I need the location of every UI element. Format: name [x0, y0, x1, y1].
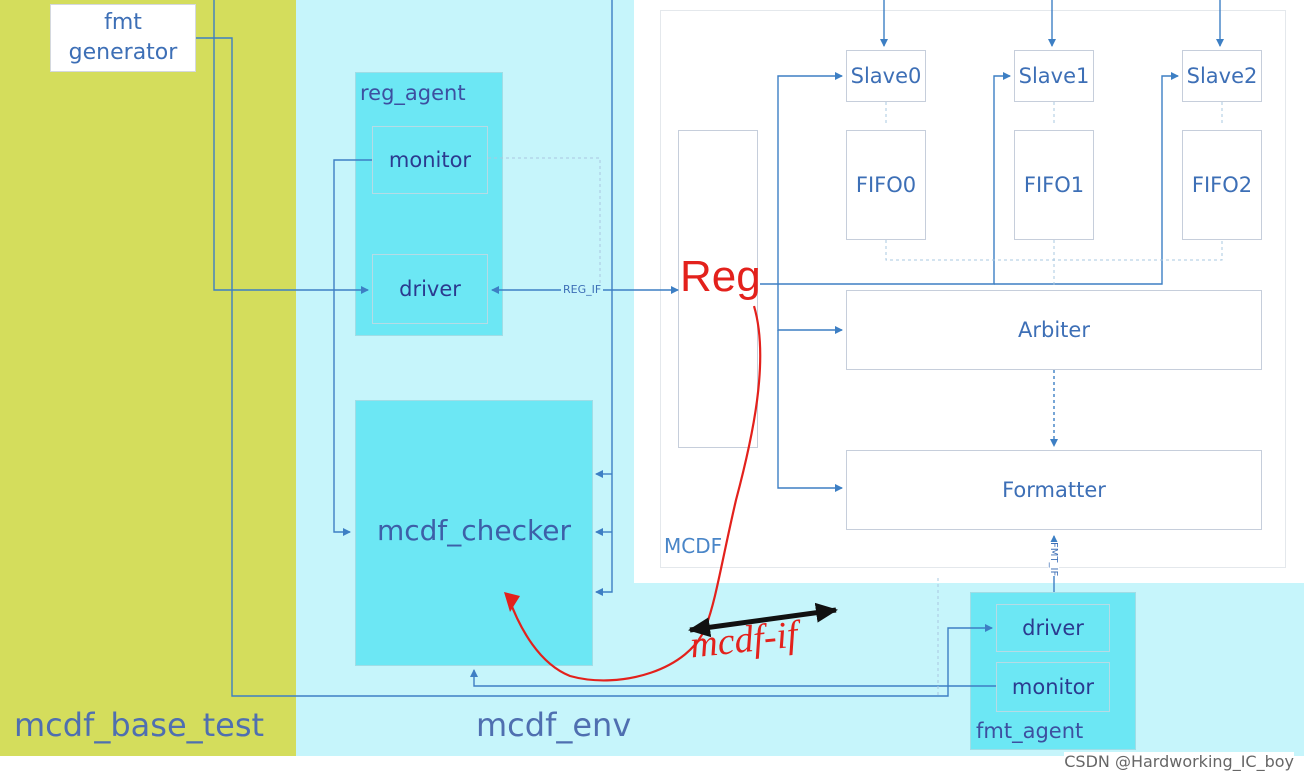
slave1-box: Slave1 [1014, 50, 1094, 102]
fmt-agent-label: fmt_agent [976, 719, 1084, 743]
arbiter-box: Arbiter [846, 290, 1262, 370]
slave0-label: Slave0 [850, 64, 922, 88]
fifo2-box: FIFO2 [1182, 130, 1262, 240]
reg-if-label: REG_IF [561, 283, 604, 296]
mcdf-base-test-label: mcdf_base_test [14, 706, 265, 744]
fmt-generator-label-line2: generator [68, 40, 178, 65]
reg-agent-monitor-label: monitor [388, 148, 472, 172]
fmt-generator-box: fmt generator [50, 4, 196, 72]
register-block [678, 130, 758, 448]
fmt-agent-driver-box: driver [996, 604, 1110, 652]
formatter-label: Formatter [1002, 478, 1106, 502]
arbiter-label: Arbiter [1018, 318, 1090, 342]
mcdf-checker-label: mcdf_checker [376, 514, 572, 547]
fmt-agent-driver-label: driver [1022, 616, 1084, 640]
fmt-if-label: FMT_IF [1048, 542, 1059, 577]
mcdf-checker-box: mcdf_checker [355, 400, 593, 666]
fmt-generator-label-line1: fmt [104, 10, 142, 35]
fifo1-label: FIFO1 [1023, 173, 1085, 197]
slave2-label: Slave2 [1186, 64, 1258, 88]
reg-agent-driver-box: driver [372, 254, 488, 324]
formatter-box: Formatter [846, 450, 1262, 530]
fifo0-box: FIFO0 [846, 130, 926, 240]
fmt-agent-monitor-label: monitor [1011, 675, 1095, 699]
reg-agent-driver-label: driver [399, 277, 461, 301]
fmt-agent-monitor-box: monitor [996, 662, 1110, 712]
mcdf-env-label: mcdf_env [476, 706, 632, 744]
slave2-box: Slave2 [1182, 50, 1262, 102]
reg-agent-label: reg_agent [360, 81, 466, 105]
slave1-label: Slave1 [1018, 64, 1090, 88]
mcdf-base-test-region [0, 0, 296, 756]
fifo2-label: FIFO2 [1191, 173, 1253, 197]
slave0-box: Slave0 [846, 50, 926, 102]
fifo1-box: FIFO1 [1014, 130, 1094, 240]
credit-watermark: CSDN @Hardworking_IC_boy [1064, 752, 1294, 771]
reg-annotation: Reg [680, 252, 761, 301]
mcdf-label: MCDF [664, 534, 723, 558]
fifo0-label: FIFO0 [855, 173, 917, 197]
reg-agent-monitor-box: monitor [372, 126, 488, 194]
